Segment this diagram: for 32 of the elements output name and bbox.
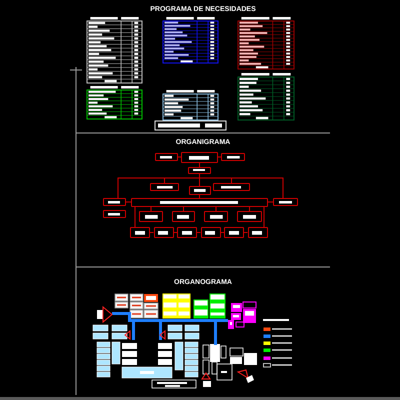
connector-line [150,206,152,212]
org-chart-box [139,211,163,222]
org-chart-box [103,210,126,218]
org-chart-box [273,198,298,206]
connector-line [218,156,222,158]
org-chart-box [221,153,245,161]
connector-line [244,232,248,233]
connector-line [150,232,154,233]
org-chart-box [248,227,268,238]
connector-line [183,206,184,212]
org-chart-box [224,227,244,238]
org-chart-box [188,167,211,174]
org-chart-box [200,227,220,238]
org-chart-box [155,153,178,161]
org-chart-box [181,152,218,163]
connector-line [249,206,250,212]
org-chart-box [177,227,197,238]
org-chart-box [213,183,250,191]
connector-line [199,194,200,198]
connector-line [178,156,182,158]
connector-line [199,162,200,168]
org-chart-box [131,198,268,207]
connector-line [196,232,201,233]
org-chart-box [130,227,150,238]
org-chart-box [172,211,195,222]
org-chart-box [150,183,179,191]
org-chart-box [103,198,126,206]
org-chart-box [204,211,228,222]
org-chart-box [188,186,210,195]
org-chart-box [237,211,262,222]
connector-line [134,206,136,228]
org-chart-box [154,227,174,238]
